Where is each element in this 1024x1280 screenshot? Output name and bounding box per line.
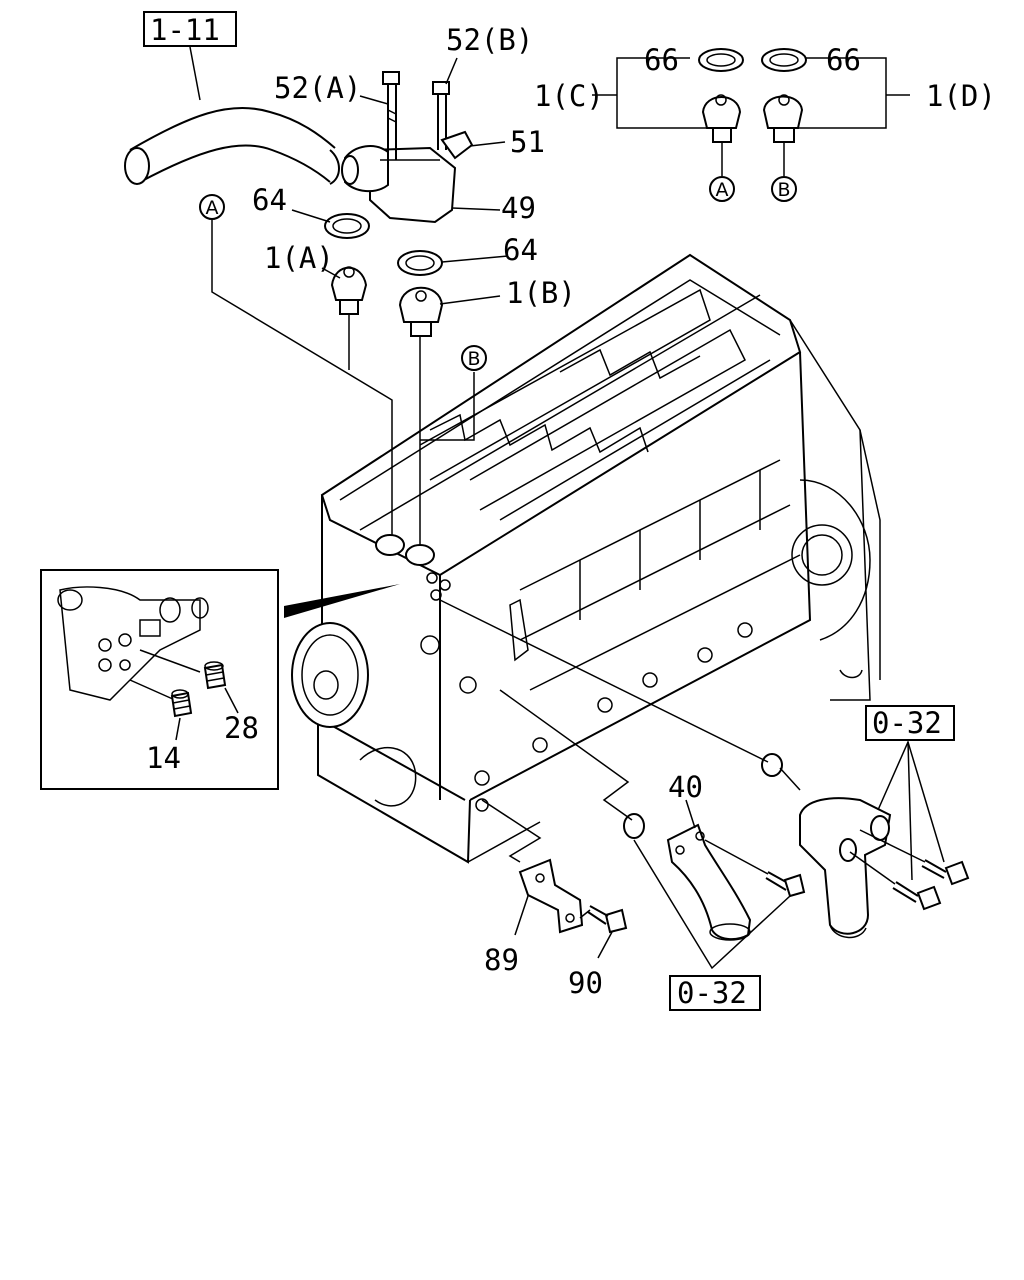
ref-box-1-11 — [143, 11, 237, 47]
marker-a-inset-label: A — [716, 179, 729, 201]
thermostat-1a — [330, 266, 368, 315]
ref-label-1-11: 1-11 — [150, 13, 220, 47]
callout-1c: 1(C) — [534, 79, 604, 113]
ref-label-0-32-top: 0-32 — [872, 706, 942, 740]
callout-1d: 1(D) — [926, 79, 996, 113]
thermostat-1b — [398, 286, 444, 337]
callout-1a: 1(A) — [264, 241, 334, 275]
engine-block — [291, 253, 881, 864]
inset-block-detail — [57, 586, 209, 701]
callout-64-left: 64 — [252, 183, 287, 217]
callout-90: 90 — [568, 966, 603, 1000]
marker-a-main-label: A — [206, 197, 219, 219]
callout-89: 89 — [484, 943, 519, 977]
callout-40: 40 — [668, 770, 703, 804]
gasket-66-left — [698, 48, 744, 72]
water-hose — [124, 46, 340, 185]
callout-49: 49 — [501, 191, 536, 225]
bolt-52a — [382, 71, 400, 160]
gasket-64-left — [324, 213, 370, 239]
thermostat-housing — [341, 145, 457, 224]
ref-label-0-32-bottom: 0-32 — [677, 976, 747, 1010]
coolant-outlet-housing — [799, 797, 892, 939]
callout-28: 28 — [224, 711, 259, 745]
callout-51: 51 — [510, 125, 545, 159]
ref-box-0-32-bottom — [669, 975, 761, 1011]
callout-52b: 52(B) — [446, 23, 533, 57]
ref-box-0-32-top — [865, 705, 955, 741]
variant-bracket — [592, 57, 910, 129]
bolt-outlet-1 — [921, 859, 970, 886]
marker-a-inset — [709, 176, 735, 202]
marker-b-inset-label: B — [777, 179, 790, 201]
callout-64-right: 64 — [503, 233, 538, 267]
marker-b-inset — [771, 176, 797, 202]
gasket-66-right — [761, 48, 807, 72]
marker-b-main — [461, 345, 487, 371]
callout-1b: 1(B) — [506, 276, 576, 310]
marker-b-main-label: B — [467, 348, 480, 370]
marker-a-main — [199, 194, 225, 220]
inset-pointer — [284, 584, 400, 618]
bolt-pipe — [765, 871, 806, 898]
clip-51 — [440, 130, 474, 160]
o-ring-lower — [623, 813, 645, 839]
plug-28 — [203, 661, 227, 690]
thermostat-1d — [762, 94, 804, 143]
callout-14: 14 — [146, 741, 181, 775]
callout-66-left: 66 — [644, 43, 679, 77]
callout-52a: 52(A) — [274, 71, 361, 105]
bolt-90 — [579, 905, 628, 934]
bracket-89 — [518, 858, 584, 934]
water-pipe-40 — [666, 799, 752, 941]
thermostat-1c — [701, 94, 742, 143]
plug-14 — [170, 689, 193, 718]
o-ring-upper — [761, 753, 783, 777]
detail-inset — [40, 569, 279, 790]
callout-66-right: 66 — [826, 43, 861, 77]
bolt-outlet-2 — [892, 881, 942, 911]
gasket-64-right — [397, 250, 443, 276]
